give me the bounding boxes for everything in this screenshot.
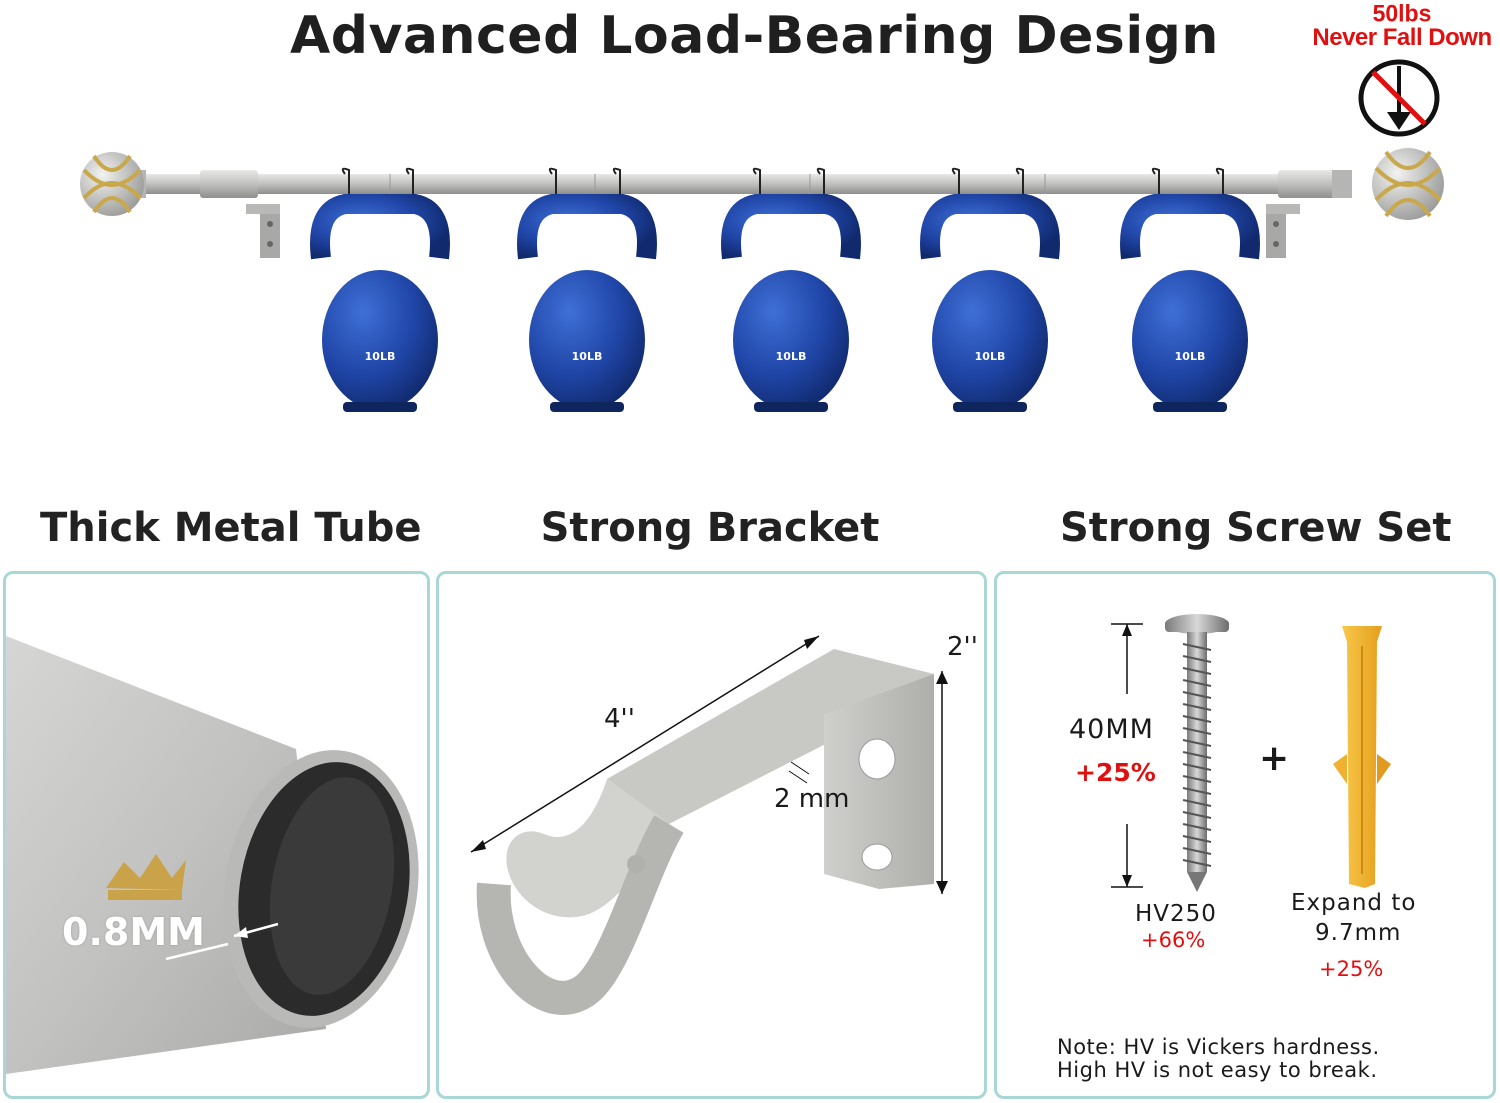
kettlebell: 10LB [517, 167, 657, 412]
right-bracket [1266, 208, 1286, 258]
no-fall-icon [1358, 59, 1440, 137]
badge-weight: 50lbs [1372, 0, 1432, 27]
kettlebell: 10LB [1120, 167, 1260, 412]
kettlebell-label: 10LB [365, 350, 396, 363]
tube-section-title: Thick Metal Tube [40, 505, 422, 551]
bracket-length-label: 4'' [604, 704, 635, 734]
screw-section-title: Strong Screw Set [1060, 505, 1452, 551]
screw-length-gain: +25% [1075, 758, 1156, 787]
hardness-note: Note: HV is Vickers hardness. High HV is… [1057, 1036, 1380, 1082]
plus-sign: + [1259, 738, 1290, 779]
wall-anchor-icon [1333, 626, 1391, 888]
load-badge: 50lbs Never Fall Down [1312, 0, 1492, 51]
kettlebell: 10LB [310, 167, 450, 412]
anchor-expand-label: Expand to [1291, 890, 1417, 916]
tube-panel: 0.8MM [3, 571, 430, 1099]
tube-thickness-label: 0.8MM [62, 910, 205, 954]
anchor-size-label: 9.7mm [1315, 920, 1402, 946]
bracket-section-title: Strong Bracket [540, 505, 880, 551]
hardness-gain: +66% [1141, 928, 1206, 952]
kettlebell: 10LB [920, 167, 1060, 412]
kettlebell-label: 10LB [776, 350, 807, 363]
screw-panel: 40MM +25% + HV250 +66% Expand to 9.7mm +… [994, 571, 1496, 1099]
screw-set-image [1111, 614, 1391, 892]
badge-text: Never Fall Down [1312, 24, 1492, 51]
bracket-image [470, 635, 948, 1015]
hardness-label: HV250 [1135, 901, 1217, 927]
left-finial [80, 152, 146, 216]
screw-icon [1165, 614, 1229, 892]
kettlebell-label: 10LB [572, 350, 603, 363]
bracket-height-label: 2'' [947, 632, 978, 662]
kettlebell-label: 10LB [1175, 350, 1206, 363]
anchor-gain: +25% [1319, 957, 1384, 981]
left-bracket [260, 208, 280, 258]
note-line-2: High HV is not easy to break. [1057, 1058, 1378, 1082]
rod-tube [140, 174, 1340, 194]
metal-tube-image [6, 636, 419, 1074]
right-finial [1332, 148, 1444, 220]
bracket-panel: 4'' 2'' 2 mm [436, 571, 987, 1099]
crown-icon [106, 854, 186, 900]
kettlebell: 10LB [721, 167, 861, 412]
screw-length-label: 40MM [1069, 714, 1154, 745]
curtain-rod-illustration: 10LB 10LB 10LB 10LB 10LB [80, 148, 1444, 412]
kettlebell-label: 10LB [975, 350, 1006, 363]
note-line-1: Note: HV is Vickers hardness. [1057, 1035, 1380, 1059]
bracket-thickness-label: 2 mm [774, 784, 850, 814]
page-title: Advanced Load-Bearing Design [290, 6, 1219, 66]
